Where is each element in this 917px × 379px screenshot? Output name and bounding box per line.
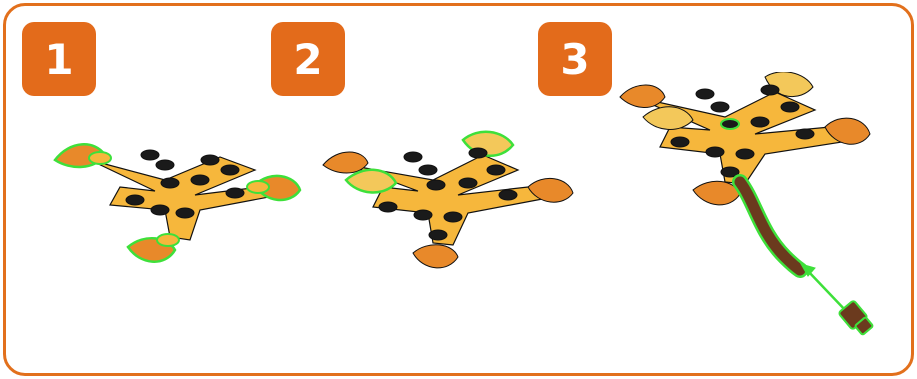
step-number: 3	[560, 35, 589, 84]
step-2-illustration	[318, 125, 578, 285]
step-1-illustration	[50, 125, 310, 280]
plant-assembly-diagram	[615, 72, 885, 357]
step-badge-1: 1	[22, 22, 96, 96]
plant-assembly-diagram	[50, 125, 310, 280]
insert-arrow-icon	[801, 264, 847, 312]
plant-plate-part	[348, 155, 553, 245]
step-number: 1	[44, 35, 73, 84]
step-badge-3: 3	[538, 22, 612, 96]
plant-assembly-diagram	[318, 125, 578, 285]
step-badge-2: 2	[271, 22, 345, 96]
connector-part	[838, 300, 873, 335]
step-3-illustration	[615, 72, 885, 357]
step-number: 2	[293, 35, 322, 84]
plant-plate-part	[635, 92, 855, 184]
plant-plate-part	[90, 157, 290, 240]
